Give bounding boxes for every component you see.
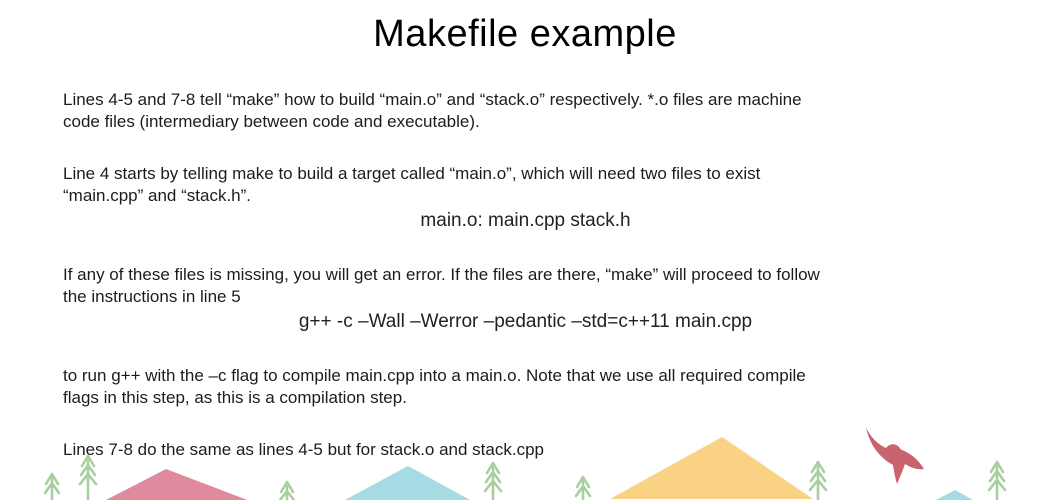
slide-title: Makefile example xyxy=(373,13,677,55)
code-gpp-command: g++ -c –Wall –Werror –pedantic –std=c++1… xyxy=(298,311,753,332)
pine-tree-icon xyxy=(483,461,503,500)
mountain-blue-small-icon xyxy=(935,490,974,500)
code-make-rule: main.o: main.cpp stack.h xyxy=(420,210,631,231)
paragraph-compile-step: to run g++ with the –c flag to compile m… xyxy=(63,366,806,407)
mountain-blue-icon xyxy=(344,466,471,500)
pine-tree-icon xyxy=(987,460,1007,500)
paragraph-lines7-8: Lines 7-8 do the same as lines 4-5 but f… xyxy=(63,440,544,459)
pine-tree-icon xyxy=(78,454,98,500)
pine-tree-icon xyxy=(808,460,828,500)
pine-tree-icon xyxy=(278,480,296,500)
paragraph-line4-target: Line 4 starts by telling make to build a… xyxy=(63,164,761,205)
paragraph-build-overview: Lines 4-5 and 7-8 tell “make” how to bui… xyxy=(63,90,802,131)
mountain-pink-icon xyxy=(105,469,248,500)
pine-tree-icon xyxy=(574,475,592,500)
pine-tree-icon xyxy=(43,472,61,500)
paragraph-missing-files: If any of these files is missing, you wi… xyxy=(63,265,820,306)
